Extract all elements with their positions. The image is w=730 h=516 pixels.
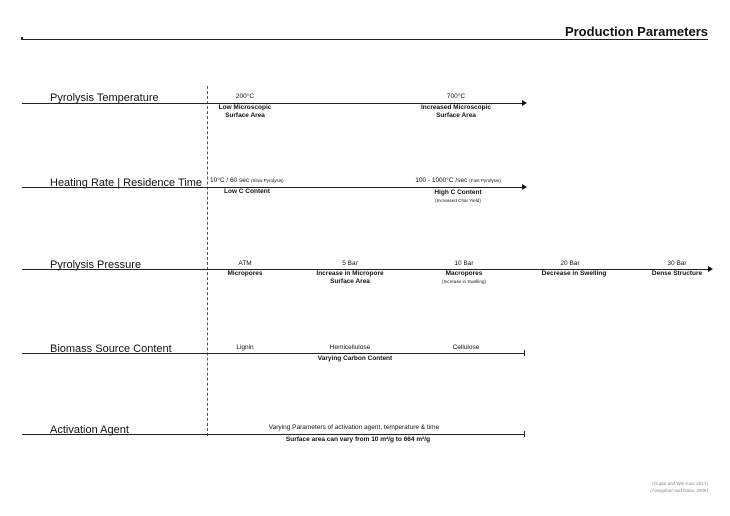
temperature-note-2b: Surface Area (436, 112, 476, 119)
title-rule (22, 39, 708, 40)
row-line-activation (22, 434, 524, 435)
row-label-pressure: Pyrolysis Pressure (50, 259, 142, 271)
pressure-note-1: Micropores (227, 270, 263, 277)
pressure-value-4: 20 Bar (560, 260, 580, 267)
temperature-note-1: Low Microscopic (218, 104, 272, 111)
page-title: Production Parameters (564, 24, 708, 39)
row-line-heating (22, 187, 522, 188)
pressure-note-4: Decrease in Swelling (541, 270, 607, 277)
pressure-value-2: 5 Bar (342, 260, 358, 267)
arrow-right-icon (522, 100, 527, 106)
arrow-right-icon (522, 184, 527, 190)
biomass-value-3: Cellulose (452, 344, 480, 351)
temperature-value-1: 200°C (235, 93, 255, 100)
heating-value-1-small: (Slow Pyrolysis) (250, 178, 284, 183)
credit-2: (Azargohar and Dalai, 2006) (650, 487, 708, 493)
biomass-value-2: Hemicellulose (329, 344, 371, 351)
heating-note-2: High C Content (434, 189, 482, 196)
activation-text: Varying Parameters of activation agent, … (268, 424, 440, 431)
heating-value-2-text: 100 - 1000°C /sec (415, 177, 468, 184)
source-credits: (Gupta and Wei Kua, 2017) (Azargohar and… (650, 481, 708, 494)
biomass-note: Varying Carbon Content (317, 355, 393, 362)
pressure-value-5: 30 Bar (667, 260, 687, 267)
temperature-value-2: 700°C (446, 93, 466, 100)
arrow-right-icon (708, 266, 713, 272)
heating-sub-2: (Increased Char Yield) (435, 198, 481, 203)
pressure-note-2: Increase in Micropore (316, 270, 384, 277)
line-end-tick (524, 431, 525, 437)
heating-value-1-text: 10°C / 60 sec (210, 177, 250, 184)
heating-note-1: Low C Content (224, 188, 270, 195)
pressure-sub-3: (Increase in Swelling) (442, 279, 486, 284)
pressure-note-2b: Surface Area (330, 278, 370, 285)
row-label-activation: Activation Agent (50, 424, 129, 436)
activation-note: Surface area can vary from 10 m²/g to 66… (285, 436, 431, 443)
pressure-value-3: 10 Bar (454, 260, 474, 267)
pressure-note-3: Macropores (445, 270, 483, 277)
heating-value-2: 100 - 1000°C /sec (Fast Pyrolysis) (415, 177, 501, 185)
start-divider (207, 86, 208, 436)
pressure-note-5: Dense Structure (651, 270, 703, 277)
line-end-tick (524, 350, 525, 356)
title-rule-tick (21, 37, 23, 40)
row-label-temperature: Pyrolysis Temperature (50, 92, 159, 104)
row-line-pressure (22, 269, 708, 270)
row-line-biomass (22, 353, 524, 354)
row-label-biomass: Biomass Source Content (50, 343, 172, 355)
biomass-value-1: Lignin (236, 344, 254, 351)
temperature-note-2: Increased Microscopic (420, 104, 492, 111)
row-line-temperature (22, 103, 522, 104)
credit-1: (Gupta and Wei Kua, 2017) (652, 481, 708, 486)
heating-value-2-small: (Fast Pyrolysis) (469, 178, 501, 183)
pressure-value-1: ATM (238, 260, 252, 267)
temperature-note-1b: Surface Area (225, 112, 265, 119)
heating-value-1: 10°C / 60 sec (Slow Pyrolysis) (210, 177, 284, 185)
row-label-heating: Heating Rate | Residence Time (50, 177, 203, 189)
